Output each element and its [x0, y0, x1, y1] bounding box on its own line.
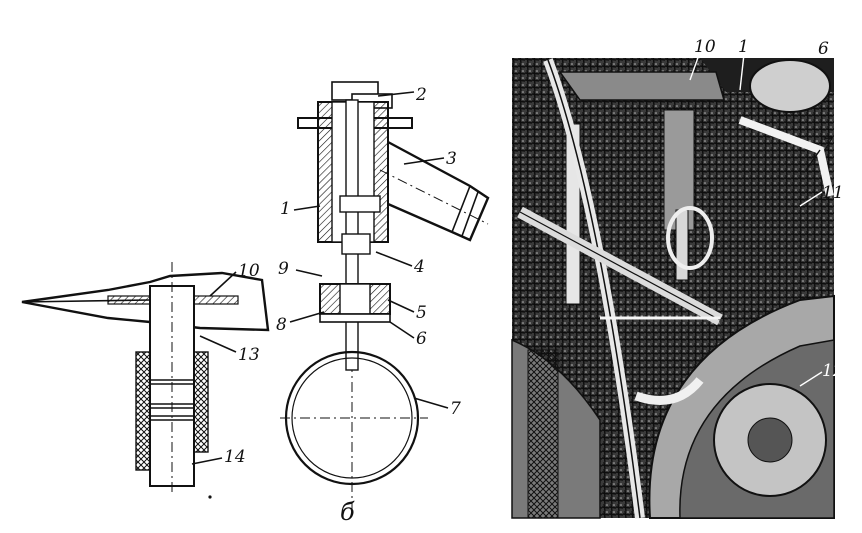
label-2: 2	[415, 85, 427, 105]
label-4: 4	[413, 257, 425, 277]
photo-engraving	[511, 51, 835, 519]
label-5: 5	[416, 303, 427, 323]
photo-label-11: 11	[822, 183, 844, 203]
label-14: 14	[224, 447, 246, 467]
label-13: 13	[238, 345, 260, 365]
label-10-left: 10	[238, 261, 260, 281]
label-7-mid: 7	[450, 399, 461, 419]
left-detail-drawing	[21, 262, 270, 499]
label-1-mid: 1	[280, 199, 291, 219]
label-8: 8	[276, 315, 287, 335]
label-9: 9	[278, 259, 289, 279]
label-6-mid: 6	[416, 329, 427, 349]
photo-label-12: 12	[822, 361, 844, 381]
photo-label-10: 10	[694, 37, 716, 57]
photo-label-1: 1	[738, 37, 749, 57]
figure-sublabel: б	[340, 498, 355, 526]
middle-detail-drawing	[280, 81, 490, 512]
photo-label-6: 6	[818, 39, 829, 59]
photo-label-7: 7	[822, 135, 833, 155]
label-3: 3	[446, 149, 457, 169]
